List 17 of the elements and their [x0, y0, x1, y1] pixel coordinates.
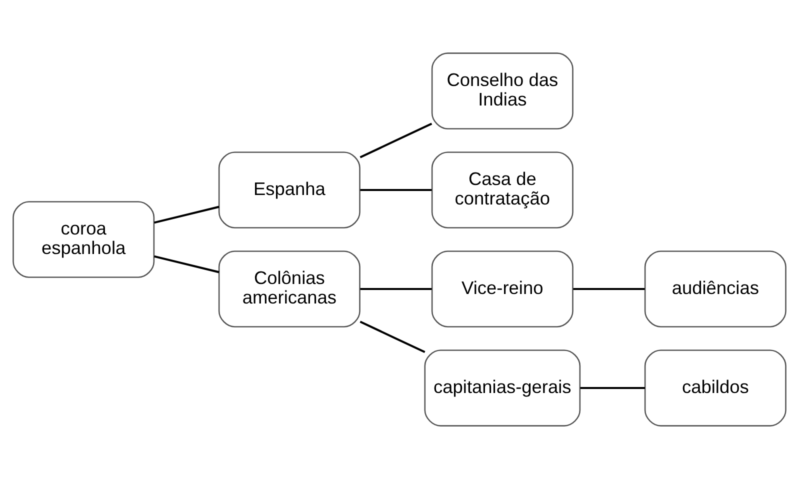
connector	[580, 386, 645, 389]
node-box: Vice-reino	[431, 250, 574, 327]
node-box: cabildos	[644, 349, 786, 426]
connector	[154, 205, 220, 224]
node-box: Colônias americanas	[218, 250, 360, 327]
connector	[573, 287, 645, 290]
node-box: Conselho das Indias	[431, 52, 574, 129]
node-box: audiências	[644, 250, 786, 327]
connector	[154, 254, 220, 273]
connector	[360, 122, 432, 158]
node-box: Espanha	[218, 151, 360, 228]
connector	[360, 287, 432, 290]
node-box: coroa espanhola	[12, 200, 155, 278]
node-box: capitanias-gerais	[424, 349, 581, 426]
node-box: Casa de contratação	[431, 151, 574, 228]
connector	[360, 320, 426, 353]
connector	[360, 188, 432, 191]
